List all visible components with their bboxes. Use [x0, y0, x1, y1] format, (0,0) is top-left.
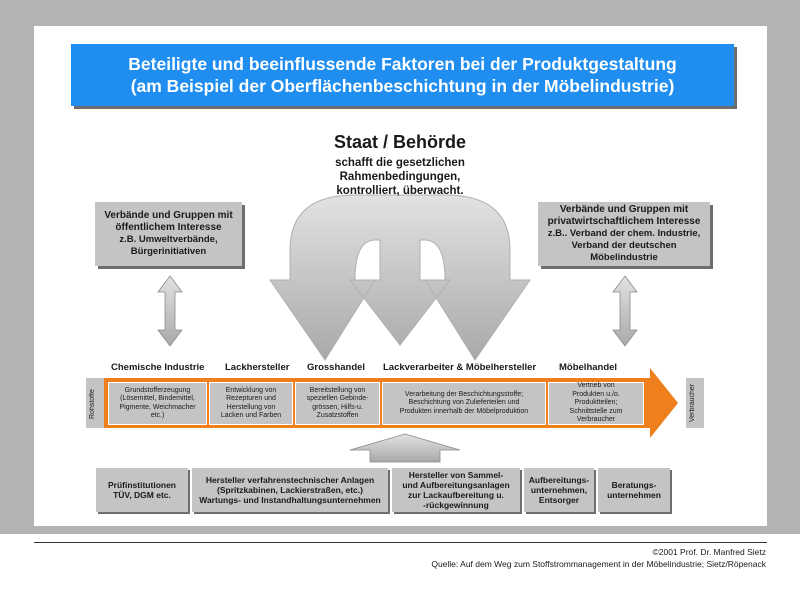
bottom-2-line: Hersteller verfahrenstechnischer Anlagen: [205, 475, 375, 485]
bottom-4-line: Entsorger: [538, 495, 580, 505]
consumer-label: Verbraucher: [689, 383, 696, 423]
left-double-arrow: [157, 275, 183, 347]
stage-lackhersteller: Entwicklung von Rezepturen und Herstellu…: [209, 382, 293, 425]
stage-3-line: speziellen Gebinde-: [306, 395, 369, 402]
stage-1-line: Grundstofferzeugung: [124, 386, 191, 394]
left-group-line-1: Verbände und Gruppen mit: [104, 210, 233, 221]
state-description: schafft die gesetzlichen Rahmenbedingung…: [290, 156, 510, 198]
stage-4-line: Beschichtung von Zulieferteilen und: [408, 399, 520, 407]
support-upward-arrow: [349, 433, 461, 463]
testing-institutions-box: Prüfinstitutionen TÜV, DGM etc.: [96, 468, 188, 512]
bottom-1-line: Prüfinstitutionen: [108, 480, 176, 490]
bottom-4-line: unternehmen,: [530, 485, 588, 495]
title-line-2: (am Beispiel der Oberflächenbeschichtung…: [130, 76, 675, 96]
stage-lackverarbeiter: Verarbeitung der Beschichtungsstoffe; Be…: [382, 382, 546, 425]
recovery-equipment-box: Hersteller von Sammel- und Aufbereitungs…: [392, 468, 520, 512]
right-group-line-4: Verband der deutschen: [571, 240, 677, 251]
title-line-1: Beteiligte und beeinflussende Faktoren b…: [128, 54, 677, 74]
stage-3-line: Zusatzstoffen: [316, 412, 359, 419]
equipment-manufacturers-box: Hersteller verfahrenstechnischer Anlagen…: [192, 468, 388, 512]
stage-moebelhandel: Vertrieb von Produkten u./o. Produktteil…: [548, 382, 644, 425]
bottom-5-line: Beratungs-: [611, 480, 657, 490]
bottom-1-line: TÜV, DGM etc.: [113, 490, 171, 500]
footer-divider: [34, 542, 767, 543]
stage-5-line: Verbraucher: [576, 416, 616, 424]
bottom-2-line: (Spritzkabinen, Lackierstraßen, etc.): [217, 485, 363, 495]
stage-2-line: Herstellung von: [226, 403, 276, 411]
consumer-box: [686, 378, 704, 428]
bottom-5-line: unternehmen: [607, 490, 661, 500]
label-grosshandel: Grosshandel: [307, 362, 366, 373]
state-line-2: Rahmenbedingungen,: [339, 171, 461, 183]
left-group-line-2: öffentlichem Interesse: [115, 222, 222, 233]
raw-materials-box: [86, 378, 104, 428]
footer-source: Quelle: Auf dem Weg zum Stoffstrommanage…: [431, 559, 766, 569]
footer-copyright: ©2001 Prof. Dr. Manfred Sietz: [652, 547, 766, 557]
state-heading: Staat / Behörde: [333, 132, 467, 152]
stage-3-line: grössen, Hilfs-u.: [312, 403, 363, 411]
raw-materials-label: Rohstoffe: [89, 389, 96, 419]
right-group-line-2: privatwirtschaftlichem Interesse: [547, 216, 701, 227]
stage-1-line: (Lösemittel, Bindemittel,: [120, 395, 195, 402]
public-interest-groups-box: Verbände und Gruppen mit öffentlichem In…: [95, 202, 242, 266]
label-lackhersteller: Lackhersteller: [225, 362, 290, 373]
bottom-3-line: und Aufbereitungsanlagen: [402, 480, 510, 490]
stage-2-line: Lacken und Farben: [220, 412, 282, 419]
private-interest-groups-box: Verbände und Gruppen mit privatwirtschaf…: [538, 202, 710, 266]
disposal-companies-box: Aufbereitungs- unternehmen, Entsorger: [524, 468, 594, 512]
state-line-3: kontrolliert, überwacht.: [336, 185, 464, 197]
stage-5-line: Produkten u./o.: [572, 390, 620, 398]
stage-4-line: Produkten innerhalb der Möbelproduktion: [399, 407, 529, 415]
stage-5-line: Produktteilen;: [574, 399, 618, 407]
bottom-3-line: -rückgewinnung: [423, 500, 489, 510]
bottom-3-line: Hersteller von Sammel-: [408, 470, 504, 480]
right-group-line-3: z.B.. Verband der chem. Industrie,: [547, 228, 701, 239]
stage-2-line: Rezepturen und: [226, 395, 276, 402]
stage-2-line: Entwicklung von: [225, 386, 277, 394]
left-group-line-3: z.B. Umweltverbände,: [119, 234, 218, 245]
right-group-line-1: Verbände und Gruppen mit: [559, 204, 689, 215]
bottom-2-line: Wartungs- und Instandhaltungsunternehmen: [199, 495, 381, 505]
right-double-arrow: [612, 275, 638, 347]
slide-title: Beteiligte und beeinflussende Faktoren b…: [71, 44, 734, 106]
label-lackverarbeiter: Lackverarbeiter & Möbelhersteller: [383, 362, 537, 373]
consulting-companies-box: Beratungs- unternehmen: [598, 468, 670, 512]
left-group-line-4: Bürgerinitiativen: [130, 246, 207, 257]
stage-1-line: Pigmente, Weichmacher: [119, 403, 196, 411]
stage-3-line: Bereitstellung von: [309, 386, 366, 394]
right-group-line-5: Möbelindustrie: [590, 252, 658, 263]
stage-grosshandel: Bereitstellung von speziellen Gebinde- g…: [295, 382, 380, 425]
state-downward-arrow: [269, 194, 531, 361]
label-chemische-industrie: Chemische Industrie: [111, 362, 205, 373]
state-line-1: schafft die gesetzlichen: [335, 157, 465, 169]
stage-1-line: etc.): [150, 412, 165, 419]
bottom-3-line: zur Lackaufbereitung u.: [408, 490, 504, 500]
stage-5-line: Schnittstelle zum: [569, 407, 623, 415]
bottom-4-line: Aufbereitungs-: [528, 475, 590, 485]
stage-chemische-industrie: Grundstofferzeugung (Lösemittel, Bindemi…: [108, 382, 207, 425]
stage-5-line: Vertrieb von: [577, 382, 615, 390]
stage-4-line: Verarbeitung der Beschichtungsstoffe;: [404, 390, 524, 398]
label-moebelhandel: Möbelhandel: [559, 362, 618, 373]
